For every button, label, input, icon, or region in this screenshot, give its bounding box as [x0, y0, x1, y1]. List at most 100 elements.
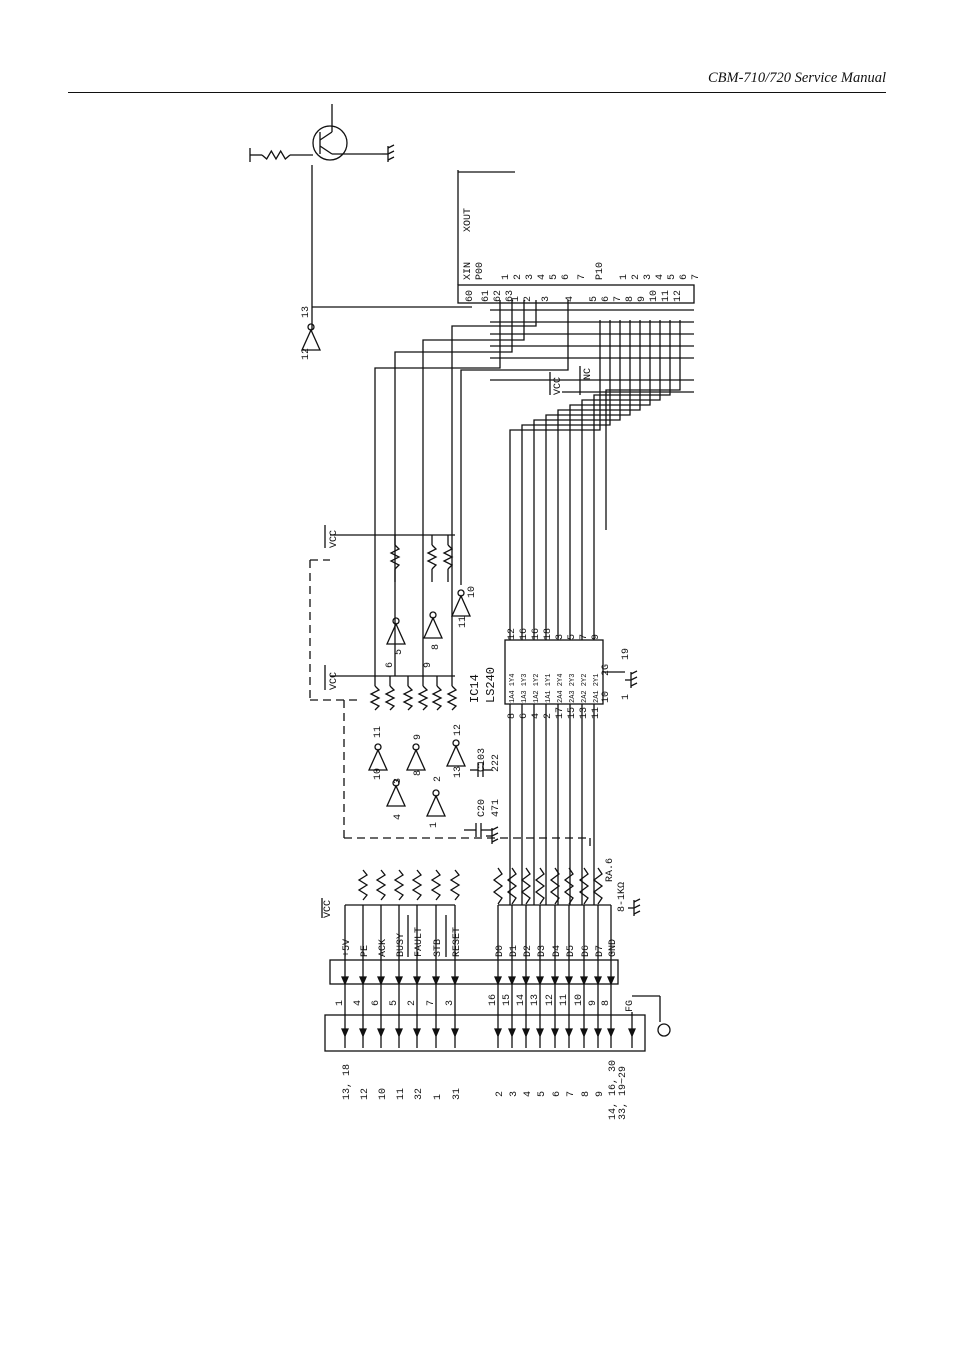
inverter-gate [405, 748, 427, 771]
ls240-enable-label: 2G [601, 664, 612, 676]
ls240-out-pin: 5 [567, 634, 578, 640]
bus-wire [569, 320, 651, 530]
data-arrow [594, 1028, 602, 1038]
gate-pin-number: 6 [385, 662, 396, 668]
gate-pin-number: 11 [373, 726, 384, 738]
ls240-in-pin: 15 [567, 707, 578, 719]
cpu-pin-number: 7 [613, 296, 624, 302]
data-arrow [522, 1028, 530, 1038]
outer-pin-number: 5 [537, 1091, 548, 1097]
inverter-gate [445, 744, 467, 767]
signal-arrow [359, 1028, 367, 1038]
inner-pin-number: 5 [389, 1000, 400, 1006]
pull-up-resistor [426, 544, 438, 570]
port-bit-label: 5 [667, 274, 678, 280]
gate-pin-number: 13 [453, 766, 464, 778]
inner-pin-number: 6 [371, 1000, 382, 1006]
cpu-ic [457, 284, 695, 304]
inverter-bubble [392, 617, 400, 625]
inner-pin-number: 1 [335, 1000, 346, 1006]
cpu-pin-number: 8 [625, 296, 636, 302]
data-arrow [565, 976, 573, 986]
signal-arrow [341, 1028, 349, 1038]
signal-name-fault: FAULT [414, 927, 425, 957]
pull-up-resistor [357, 869, 369, 901]
fg-terminal [657, 1023, 671, 1037]
ls240-pin-names: 2A1 2Y1 [593, 674, 601, 703]
ls240-pin-names: 1A4 1Y4 [509, 674, 517, 703]
data-name-d6: D6 [581, 945, 592, 957]
inverter-gate [300, 328, 322, 351]
pull-up-resistor [389, 544, 401, 570]
data-arrow [607, 976, 615, 986]
gate-pin-number: 2 [433, 776, 444, 782]
transistor-collector [319, 131, 333, 141]
ic14-label: IC14 [468, 674, 482, 703]
data-arrow [580, 976, 588, 986]
data-resistor [563, 867, 575, 905]
outer-pin-number: 9 [595, 1091, 606, 1097]
bus-wire [521, 320, 611, 530]
bus-wire [533, 320, 621, 530]
outer-pin-number: 14, 16, 30 [608, 1060, 619, 1120]
data-resistor [492, 867, 504, 905]
p10-label: P10 [595, 262, 606, 280]
data-arrow [565, 1028, 573, 1038]
signal-name-busy: BUSY [396, 933, 407, 957]
inner-pin-number: 2 [407, 1000, 418, 1006]
inner-connector [329, 959, 619, 985]
ls240-gnd-pin: 10 [601, 691, 612, 703]
inverter-gate [367, 748, 389, 771]
inner-pin-number: 11 [559, 994, 570, 1006]
capacitor-ground [491, 838, 499, 843]
data-resistor [520, 867, 532, 905]
signal-name-stb: STB [433, 939, 444, 957]
data-name-d2: D2 [523, 945, 534, 957]
port-bit-label: 4 [655, 274, 666, 280]
port-bit-label: 3 [643, 274, 654, 280]
signal-arrow [341, 976, 349, 986]
signal-arrow [377, 976, 385, 986]
signal-arrow [432, 976, 440, 986]
data-arrow [522, 976, 530, 986]
vcc-label: VCC [553, 377, 564, 395]
capacitor-c103-label: C103 [477, 748, 488, 772]
resistor-array-value: 8-1KΩ [617, 882, 628, 912]
fg-label: FG [625, 1000, 636, 1012]
ls240-pin-names: 2A4 2Y4 [557, 674, 565, 703]
page-header-title: CBM-710/720 Service Manual [708, 70, 886, 86]
ls240-in-pin: 6 [519, 713, 530, 719]
gate-pin-number: 3 [393, 778, 404, 784]
gate-pin-number: 9 [423, 662, 434, 668]
bus-wire [581, 320, 661, 530]
ls240-label: LS240 [484, 667, 498, 703]
pull-up-resistor [442, 544, 454, 570]
cpu-pin-number: 1 [511, 296, 522, 302]
inverter-bubble [374, 743, 382, 751]
cpu-pin-number: 9 [637, 296, 648, 302]
base-resistor [261, 149, 291, 161]
port-bit-label: 6 [561, 274, 572, 280]
bus-wire [422, 300, 525, 676]
xin-label: XIN [463, 262, 474, 280]
inner-pin-number: 4 [353, 1000, 364, 1006]
outer-pin-number: 33, 19~29 [618, 1066, 629, 1120]
resistor-array-ground [633, 898, 641, 903]
data-arrow [494, 1028, 502, 1038]
fg-arrow [628, 1028, 636, 1038]
data-name-d5: D5 [566, 945, 577, 957]
cpu-pin-number: 3 [541, 296, 552, 302]
ls240-pin-names: 2A3 2Y3 [569, 674, 577, 703]
data-resistor [592, 867, 604, 905]
cpu-pin-number: 6 [601, 296, 612, 302]
ls240-in-pin: 13 [579, 707, 590, 719]
ls240-ground [630, 670, 638, 675]
inner-pin-number: 9 [588, 1000, 599, 1006]
inner-pin-number: 16 [488, 994, 499, 1006]
pull-up-resistor [431, 685, 443, 711]
capacitor-c103-value: 222 [491, 754, 502, 772]
signal-arrow [395, 976, 403, 986]
resistor-array-label: RA.6 [605, 858, 616, 882]
signal-arrow [377, 1028, 385, 1038]
data-resistor [578, 867, 590, 905]
